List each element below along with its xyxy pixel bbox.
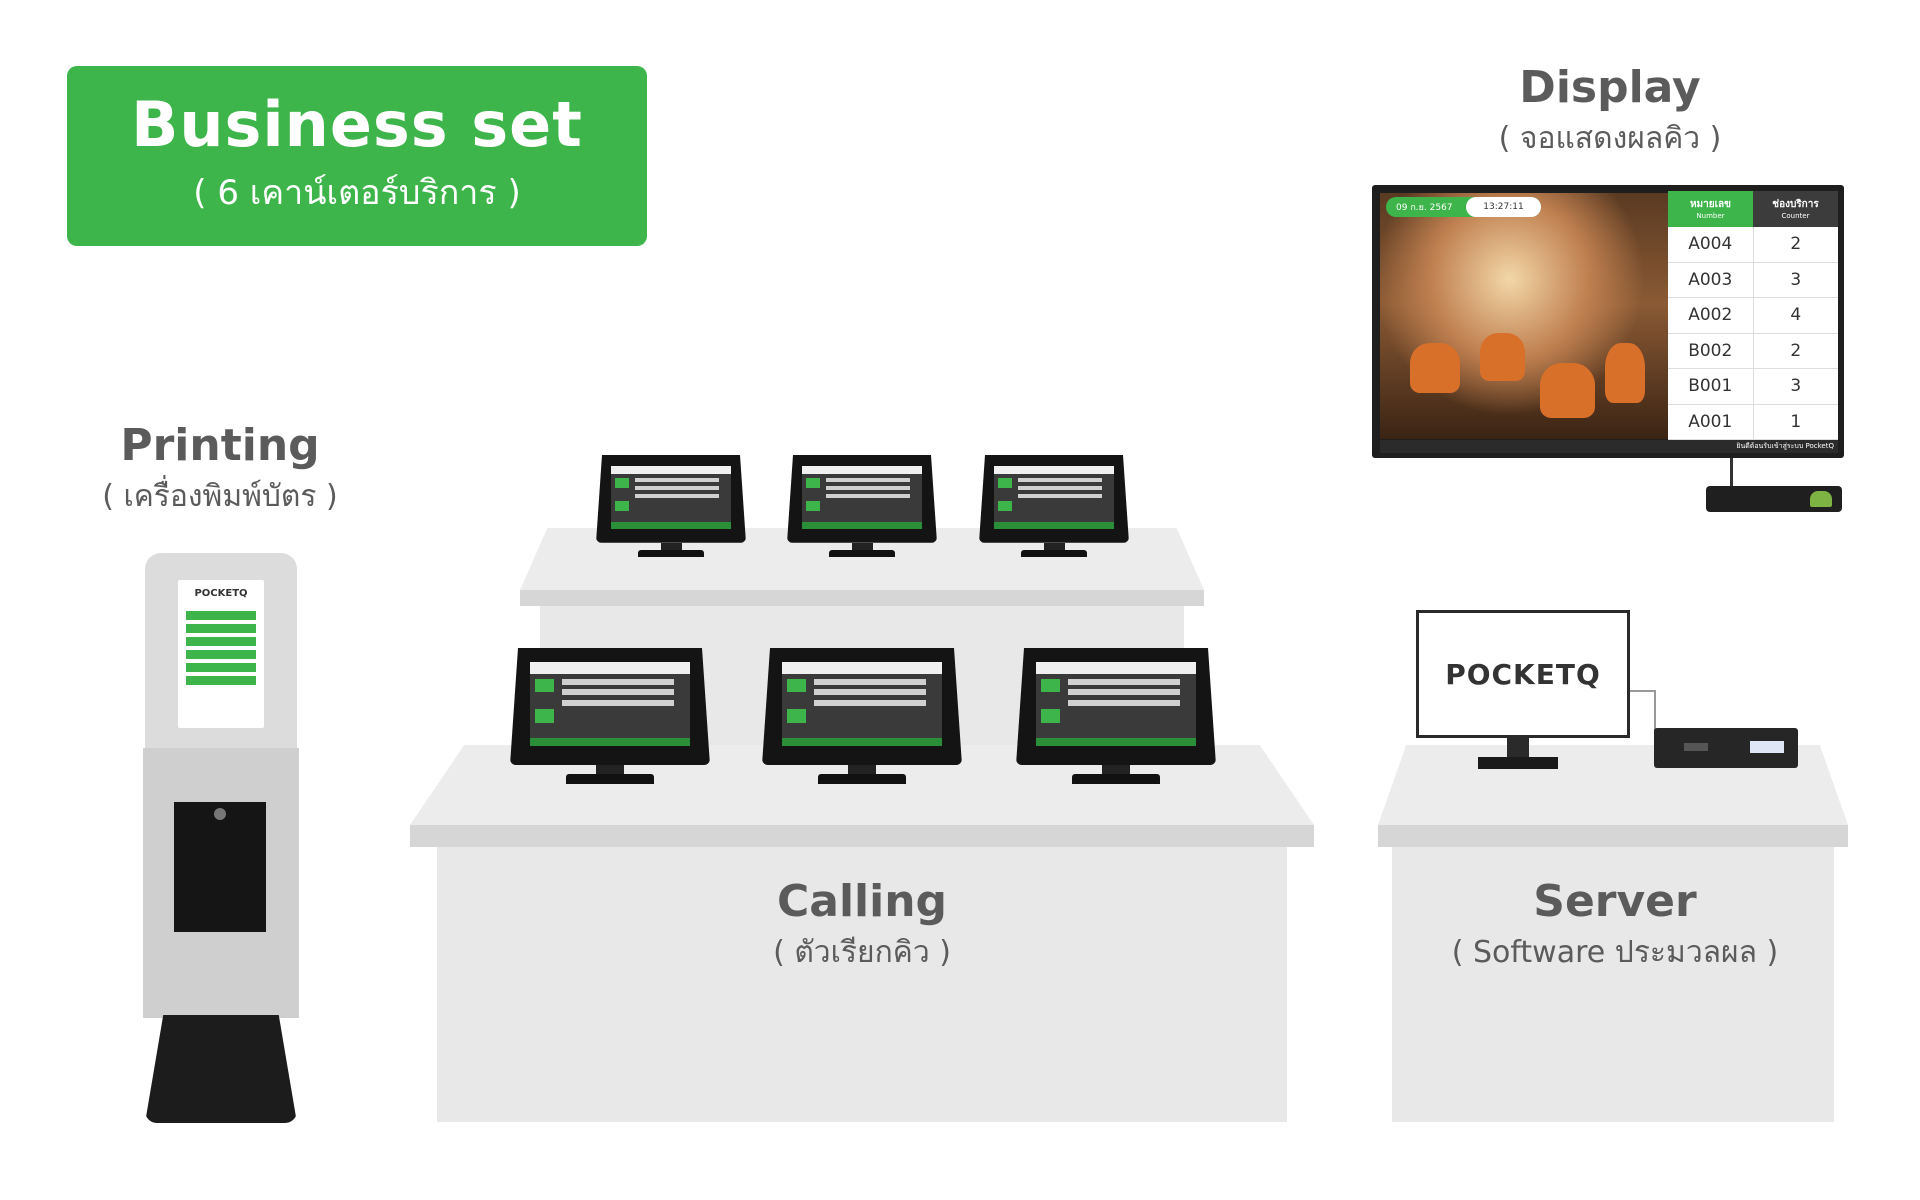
- kiosk-base: [145, 1015, 297, 1123]
- server-monitor-foot: [1478, 757, 1558, 769]
- tv-time: 13:27:11: [1466, 197, 1541, 217]
- kiosk-logo: POCKETQ: [194, 588, 248, 599]
- ticket-slot: [174, 802, 266, 932]
- calling-terminal: [510, 648, 710, 784]
- server-monitor: POCKETQ: [1416, 610, 1630, 738]
- server-label: Server ( Software ประมวลผล ): [1400, 876, 1830, 976]
- calling-terminal: [596, 455, 746, 557]
- tv-cable: [1730, 458, 1733, 486]
- upper-counter-edge: [520, 590, 1204, 606]
- kiosk-button: [186, 663, 256, 672]
- mini-pc: [1654, 728, 1798, 768]
- tv-date-pill: 09 ก.ย. 2567 13:27:11: [1386, 197, 1541, 217]
- lock-icon: [214, 808, 226, 820]
- tv-ticker: ยินดีต้อนรับเข้าสู่ระบบ PocketQ: [1380, 440, 1838, 453]
- calling-label: Calling ( ตัวเรียกคิว ): [662, 876, 1062, 976]
- server-cable: [1628, 690, 1656, 750]
- server-subtitle: ( Software ประมวลผล ): [1451, 935, 1779, 970]
- server-counter-body: [1392, 847, 1834, 1122]
- pocketq-logo: POCKETQ: [1445, 657, 1601, 691]
- printing-label: Printing ( เครื่องพิมพ์บัตร ): [70, 420, 370, 520]
- calling-title: Calling: [776, 876, 948, 927]
- display-label: Display ( จอแสดงผลคิว ): [1400, 62, 1820, 162]
- lower-counter-edge: [410, 825, 1314, 847]
- printing-title: Printing: [120, 420, 320, 471]
- badge-title: Business set: [131, 88, 583, 161]
- display-title: Display: [1519, 62, 1701, 113]
- lower-counter-body: [437, 847, 1287, 1122]
- tv-date: 09 ก.ย. 2567: [1396, 203, 1453, 213]
- kiosk-button: [186, 676, 256, 685]
- calling-terminal: [979, 455, 1129, 557]
- kiosk-screen: POCKETQ: [178, 580, 264, 728]
- calling-subtitle: ( ตัวเรียกคิว ): [773, 935, 951, 970]
- calling-terminal: [1016, 648, 1216, 784]
- business-set-badge: Business set ( 6 เคาน์เตอร์บริการ ): [67, 66, 647, 246]
- calling-terminal: [762, 648, 962, 784]
- restaurant-photo: [1380, 193, 1668, 439]
- kiosk-button: [186, 637, 256, 646]
- server-title: Server: [1533, 876, 1697, 927]
- badge-subtitle: ( 6 เคาน์เตอร์บริการ ): [193, 173, 521, 213]
- kiosk-button: [186, 650, 256, 659]
- kiosk-button: [186, 624, 256, 633]
- server-counter-edge: [1378, 825, 1848, 847]
- display-subtitle: ( จอแสดงผลคิว ): [1498, 121, 1722, 156]
- server-monitor-neck: [1507, 735, 1529, 757]
- android-icon: [1810, 491, 1832, 507]
- kiosk-button: [186, 611, 256, 620]
- calling-terminal: [787, 455, 937, 557]
- android-box: [1706, 486, 1842, 512]
- printing-subtitle: ( เครื่องพิมพ์บัตร ): [102, 479, 338, 514]
